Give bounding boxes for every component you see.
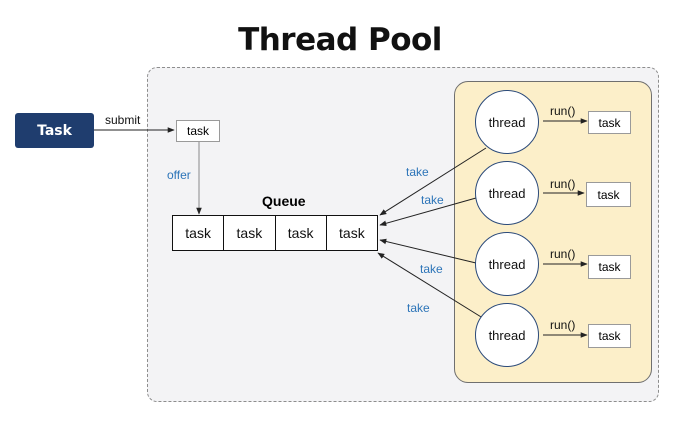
run-label: run() xyxy=(550,177,576,191)
take-label-1: take xyxy=(406,165,429,179)
queue-cell: task xyxy=(339,225,365,241)
task-button[interactable]: Task xyxy=(15,113,94,148)
thread-circle: thread xyxy=(475,303,539,367)
take-label-2: take xyxy=(421,193,444,207)
run-label: run() xyxy=(550,247,576,261)
run-label: run() xyxy=(550,104,576,118)
queue-cell: task xyxy=(224,216,276,250)
running-task-box: task xyxy=(588,255,631,279)
queue-title: Queue xyxy=(262,193,306,209)
submit-label: submit xyxy=(105,113,141,127)
queue-cell: task xyxy=(173,216,225,250)
offer-label: offer xyxy=(167,168,191,182)
running-task-box: task xyxy=(588,111,631,134)
running-task-box: task xyxy=(586,182,631,207)
page-title: Thread Pool xyxy=(238,22,442,58)
take-label-3: take xyxy=(420,262,443,276)
run-label: run() xyxy=(550,318,576,332)
thread-circle: thread xyxy=(475,161,539,225)
take-arrow-4 xyxy=(377,252,487,321)
take-arrow-3 xyxy=(379,238,477,264)
thread-circle: thread xyxy=(475,232,539,296)
thread-circle: thread xyxy=(475,90,539,154)
queue-cell: task xyxy=(276,216,327,250)
pending-task-box: task xyxy=(176,120,220,142)
take-label-4: take xyxy=(407,301,430,315)
take-arrow-2 xyxy=(379,197,477,226)
queue-box: task task task task xyxy=(172,215,378,251)
running-task-box: task xyxy=(588,324,631,348)
take-arrow-1 xyxy=(379,147,487,216)
